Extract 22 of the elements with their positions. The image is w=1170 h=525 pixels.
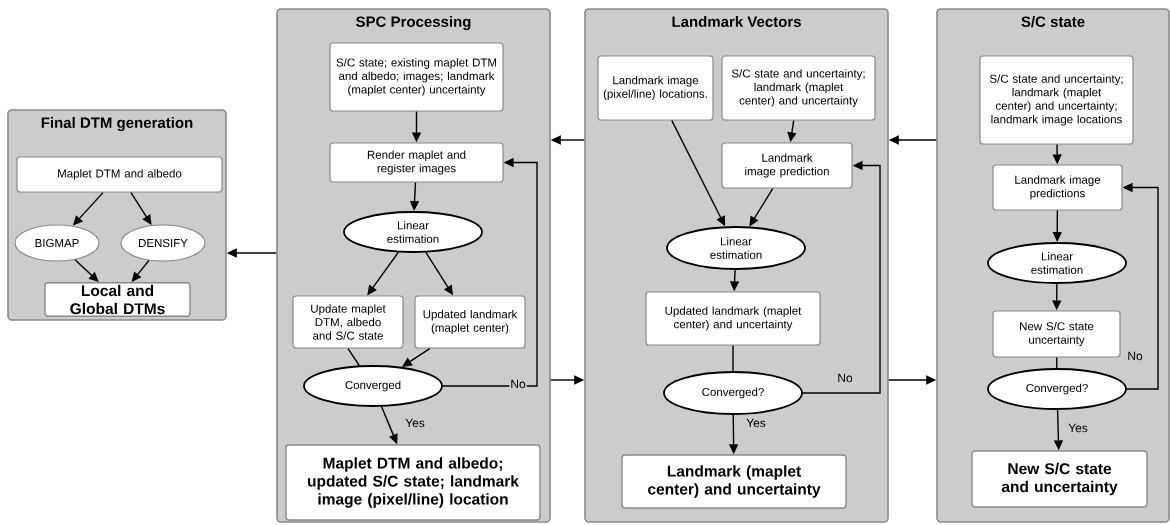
process-box: Update maplet DTM, albedo and S/C state (292, 295, 404, 349)
edge-label: Yes (745, 417, 767, 429)
process-box: Render maplet and register images (329, 142, 504, 183)
process-box: S/C state and uncertainty; landmark (maplet center) and uncertainty; landmark image locations (979, 55, 1134, 145)
process-box: S/C state; existing maplet DTM and albedo; images; landmark (maplet center) uncertainty (329, 42, 504, 112)
process-box: Updated landmark (maplet center) (414, 295, 526, 349)
result-box: Landmark (maplet center) and uncertainty (621, 454, 847, 509)
edge-label: No (1126, 350, 1144, 362)
process-box: Landmark image (pixel/line) locations. (597, 55, 714, 121)
process-box: New S/C state uncertainty (992, 310, 1121, 358)
result-box: New S/C state and uncertainty (971, 450, 1148, 508)
edge-label: Yes (1067, 422, 1089, 434)
process-box: Landmark image predictions (992, 164, 1123, 211)
edge-label: No (836, 372, 854, 384)
process-box: Landmark image prediction (721, 142, 853, 189)
edge-label: Yes (404, 417, 426, 429)
result-box: Maplet DTM and albedo; updated S/C state; landmark image (pixel/line) location (285, 444, 541, 521)
process-box: Maplet DTM and albedo (16, 156, 223, 193)
edge-label: No (509, 378, 527, 390)
result-box: Local and Global DTMs (44, 282, 191, 317)
process-box: S/C state and uncertainty; landmark (maplet center) and uncertainty (721, 55, 876, 121)
process-box: Updated landmark (maplet center) and uncertainty (645, 291, 821, 346)
